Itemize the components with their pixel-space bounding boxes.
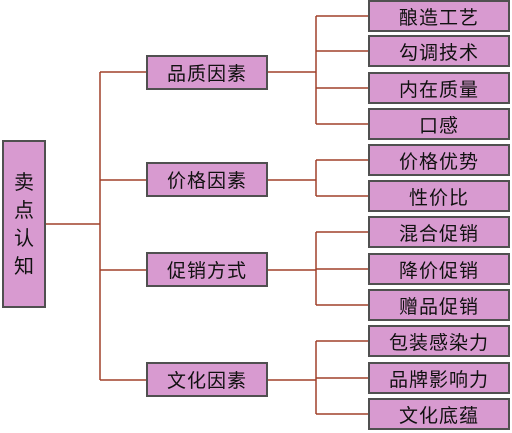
- group-node-quality: 品质因素: [146, 55, 268, 90]
- leaf-node: 价格优势: [368, 144, 510, 176]
- root-char: 认: [14, 226, 34, 250]
- group-node-culture: 文化因素: [146, 362, 268, 397]
- group-node-price: 价格因素: [146, 162, 268, 197]
- leaf-node: 性价比: [368, 180, 510, 212]
- leaf-node: 酿造工艺: [368, 0, 510, 32]
- leaf-node: 勾调技术: [368, 35, 510, 67]
- leaf-node: 降价促销: [368, 253, 510, 285]
- root-char: 点: [14, 198, 34, 222]
- leaf-node: 品牌影响力: [368, 362, 510, 394]
- root-char: 卖: [14, 170, 34, 194]
- leaf-node: 口感: [368, 108, 510, 140]
- leaf-node: 赠品促销: [368, 289, 510, 321]
- root-node: 卖 点 认 知: [2, 140, 46, 308]
- group-node-promotion: 促销方式: [146, 252, 268, 287]
- root-char: 知: [14, 254, 34, 278]
- leaf-node: 包装感染力: [368, 325, 510, 357]
- leaf-node: 内在质量: [368, 72, 510, 104]
- leaf-node: 文化底蕴: [368, 398, 510, 430]
- leaf-node: 混合促销: [368, 216, 510, 248]
